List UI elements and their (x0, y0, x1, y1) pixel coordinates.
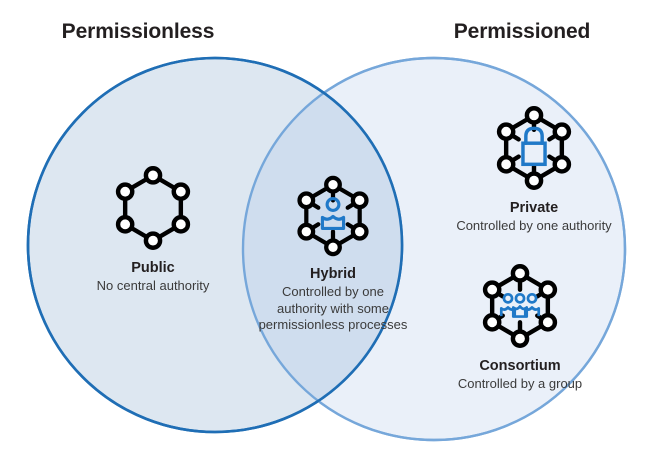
hexagon-nodes-icon (115, 166, 191, 250)
person-glyph (320, 197, 346, 230)
item-public-description: No central authority (96, 278, 210, 294)
hexagon-nodes-person-icon (297, 175, 369, 257)
item-hybrid-label: Hybrid (310, 266, 356, 282)
item-private-description: Controlled by one authority (456, 218, 612, 234)
item-public-label: Public (131, 260, 175, 276)
item-hybrid-description: Controlled by one authority with some pe… (258, 284, 408, 333)
group-glyph (499, 292, 541, 318)
hexagon-nodes-lock-icon (496, 106, 572, 190)
hexagon-nodes-group-icon (482, 264, 558, 348)
permissioned-circle-outline (241, 56, 627, 442)
item-consortium-label: Consortium (479, 358, 561, 374)
permissionless-circle-outline (26, 56, 404, 434)
lock-glyph (521, 126, 547, 167)
item-private: Private Controlled by one authority (424, 100, 644, 235)
item-private-label: Private (509, 200, 559, 216)
item-consortium: Consortium Controlled by a group (400, 258, 640, 393)
permissioned-title: Permissioned (453, 20, 591, 43)
item-consortium-description: Controlled by a group (457, 376, 583, 392)
overlap-region (243, 58, 402, 432)
permissionless-title: Permissionless (61, 20, 215, 43)
item-hybrid: Hybrid Controlled by one authority with … (258, 170, 408, 334)
item-public: Public No central authority (58, 160, 248, 295)
